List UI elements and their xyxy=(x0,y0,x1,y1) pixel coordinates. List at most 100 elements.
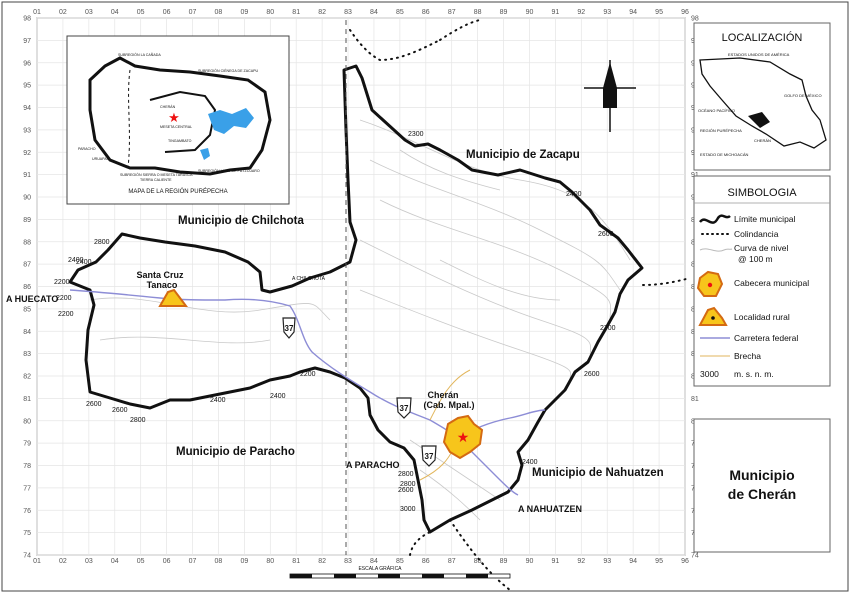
svg-text:2800: 2800 xyxy=(398,471,414,478)
tick-label-bottom: 05 xyxy=(137,558,145,565)
tick-label-bottom: 86 xyxy=(422,558,430,565)
scale-label: ESCALA GRÁFICA xyxy=(358,565,402,572)
highway-shield-2: 37 xyxy=(396,397,412,419)
tick-label-bottom: 89 xyxy=(500,558,508,565)
tick-label-bottom: 94 xyxy=(629,558,637,565)
legend-curva-icon xyxy=(699,248,733,252)
svg-text:2200: 2200 xyxy=(54,279,70,286)
tick-label-left: 92 xyxy=(23,150,31,157)
tick-label-top: 93 xyxy=(603,9,611,16)
svg-text:Cabecera municipal: Cabecera municipal xyxy=(734,278,809,288)
inset-caption: MAPA DE LA REGIÓN PURÉPECHA xyxy=(128,188,227,195)
tick-label-left: 77 xyxy=(23,485,31,492)
tick-label-top: 90 xyxy=(526,9,534,16)
tick-label-top: 06 xyxy=(163,9,171,16)
svg-text:Brecha: Brecha xyxy=(734,351,761,361)
svg-text:PARACHO: PARACHO xyxy=(78,147,96,151)
svg-text:SUBREGIÓN CIÉNEGA DE ZACAPU: SUBREGIÓN CIÉNEGA DE ZACAPU xyxy=(198,68,259,73)
tick-label-left: 87 xyxy=(23,262,31,269)
tick-label-bottom: 87 xyxy=(448,558,456,565)
tick-label-bottom: 04 xyxy=(111,558,119,565)
svg-text:2400: 2400 xyxy=(522,459,538,466)
svg-text:TIERRA CALIENTE: TIERRA CALIENTE xyxy=(140,178,172,182)
svg-text:ESTADO DE MICHOACÁN: ESTADO DE MICHOACÁN xyxy=(700,152,748,157)
svg-text:OCÉANO PACÍFICO: OCÉANO PACÍFICO xyxy=(698,108,735,113)
svg-text:3000: 3000 xyxy=(700,369,719,379)
title-line2: de Cherán xyxy=(728,486,796,502)
tick-label-left: 85 xyxy=(23,306,31,313)
svg-text:2800: 2800 xyxy=(94,239,110,246)
tick-label-bottom: 81 xyxy=(292,558,300,565)
tick-label-bottom: 96 xyxy=(681,558,689,565)
highway-shield-1: 37 xyxy=(282,317,296,339)
tick-label-bottom: 88 xyxy=(474,558,482,565)
tick-label-bottom: 80 xyxy=(266,558,274,565)
tick-label-bottom: 07 xyxy=(189,558,197,565)
svg-text:SUBREGIÓN SIERRA O MESETA TARA: SUBREGIÓN SIERRA O MESETA TARASCA xyxy=(120,172,193,177)
tick-label-top: 01 xyxy=(33,9,41,16)
svg-text:2800: 2800 xyxy=(400,481,416,488)
contour-labels: 2300 2400 2600 2800 2200 2200 2200 2400 … xyxy=(54,131,616,513)
tick-label-bottom: 06 xyxy=(163,558,171,565)
north-arrow-icon xyxy=(584,60,636,132)
tick-label-bottom: 01 xyxy=(33,558,41,565)
tick-label-left: 75 xyxy=(23,530,31,537)
tick-label-top: 82 xyxy=(318,9,326,16)
svg-text:3000: 3000 xyxy=(400,506,416,513)
label-cheran: Cherán xyxy=(427,390,458,400)
legend-limite-icon xyxy=(699,214,731,224)
svg-text:ESTADOS UNIDOS DE AMÉRICA: ESTADOS UNIDOS DE AMÉRICA xyxy=(728,52,790,57)
tick-label-left: 88 xyxy=(23,239,31,246)
tick-label-top: 88 xyxy=(474,9,482,16)
tick-label-bottom: 85 xyxy=(396,558,404,565)
label-chilchota: Municipio de Chilchota xyxy=(178,215,304,227)
label-tanaco: Tanaco xyxy=(147,280,178,290)
tick-label-top: 81 xyxy=(292,9,300,16)
label-paracho: Municipio de Paracho xyxy=(176,446,295,458)
svg-text:Carretera federal: Carretera federal xyxy=(734,333,798,343)
localidad-rural-santa-cruz xyxy=(158,288,188,307)
localizacion-heading: LOCALIZACIÓN xyxy=(722,31,803,44)
tick-label-top: 07 xyxy=(189,9,197,16)
tick-label-top: 85 xyxy=(396,9,404,16)
svg-text:37: 37 xyxy=(425,452,434,461)
svg-text:2200: 2200 xyxy=(56,295,72,302)
svg-text:2700: 2700 xyxy=(600,325,616,332)
svg-text:2400: 2400 xyxy=(566,191,582,198)
tick-label-top: 91 xyxy=(552,9,560,16)
label-a-paracho: A PARACHO xyxy=(346,460,400,470)
svg-text:2200: 2200 xyxy=(300,371,316,378)
tick-label-top: 08 xyxy=(215,9,223,16)
tick-label-left: 78 xyxy=(23,463,31,470)
tick-label-left: 83 xyxy=(23,351,31,358)
tick-label-left: 95 xyxy=(23,83,31,90)
label-a-nahuatzen: A NAHUATZEN xyxy=(518,504,582,514)
tick-label-top: 03 xyxy=(85,9,93,16)
tick-label-bottom: 08 xyxy=(215,558,223,565)
tick-label-top: 87 xyxy=(448,9,456,16)
svg-text:MESETA CENTRAL: MESETA CENTRAL xyxy=(160,125,192,129)
label-a-chilchota: A CHILCHOTA xyxy=(292,276,326,282)
tick-label-bottom: 82 xyxy=(318,558,326,565)
svg-text:TINGAMBATO: TINGAMBATO xyxy=(168,139,192,143)
tick-label-top: 86 xyxy=(422,9,430,16)
svg-text:m. s. n. m.: m. s. n. m. xyxy=(734,369,774,379)
svg-text:SUBREGIÓN LAGO DE PÁTZCUARO: SUBREGIÓN LAGO DE PÁTZCUARO xyxy=(198,168,260,173)
svg-text:37: 37 xyxy=(285,324,294,333)
tick-label-left: 89 xyxy=(23,217,31,224)
tick-label-top: 04 xyxy=(111,9,119,16)
tick-label-right: 81 xyxy=(691,396,699,403)
title-box: Municipio de Cherán xyxy=(693,418,831,553)
scale-bar: ESCALA GRÁFICA xyxy=(289,565,511,579)
svg-text:URUAPAN: URUAPAN xyxy=(92,157,110,161)
legend-heading: SIMBOLOGIA xyxy=(727,187,797,199)
svg-text:2600: 2600 xyxy=(598,231,614,238)
inset-map: ★ SUBREGIÓN LA CAÑADA SUBREGIÓN CIÉNEGA … xyxy=(66,35,290,205)
tick-label-left: 84 xyxy=(23,329,31,336)
tick-label-bottom: 93 xyxy=(603,558,611,565)
legend-panel: SIMBOLOGIA Límite municipal Colindancia … xyxy=(693,175,831,387)
svg-text:Curva de nivel: Curva de nivel xyxy=(734,243,788,253)
tick-label-left: 86 xyxy=(23,284,31,291)
